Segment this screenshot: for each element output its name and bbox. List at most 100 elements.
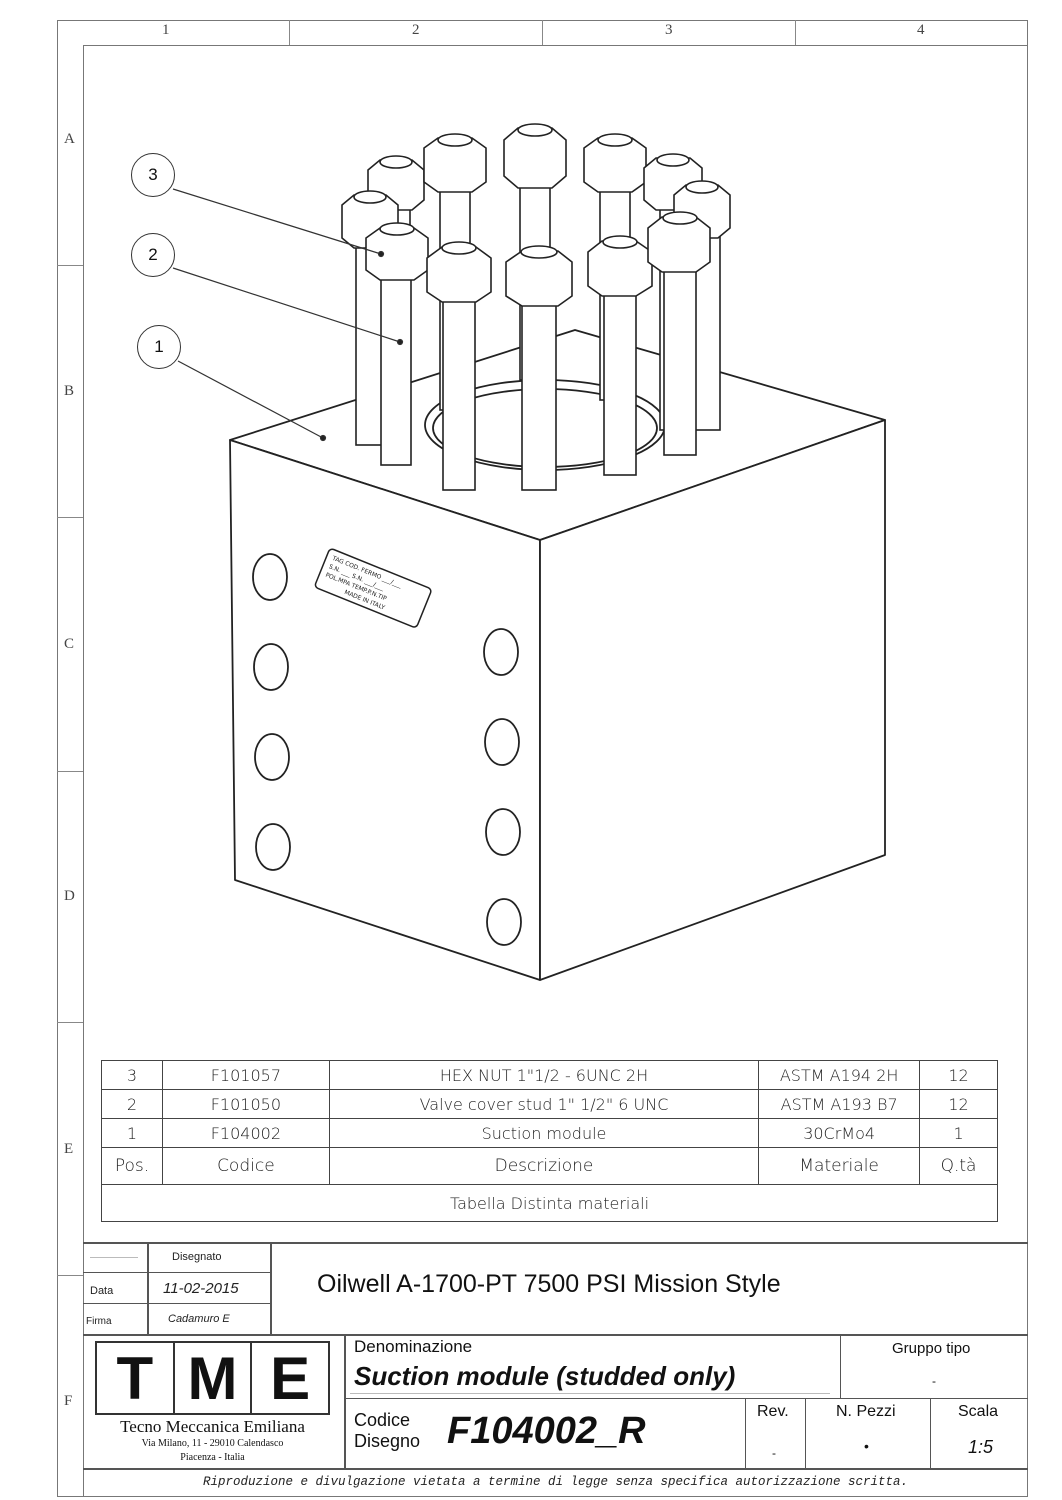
row-label: C	[64, 636, 75, 652]
column-label: 4	[917, 22, 925, 38]
bom-material: ASTM A193 B7	[758, 1089, 921, 1119]
column-label: 2	[412, 22, 420, 38]
row-label: D	[64, 888, 75, 904]
row-divider	[57, 517, 83, 518]
bom-header-desc: Descrizione	[328, 1147, 760, 1185]
side-hole	[483, 628, 519, 676]
bom-desc: HEX NUT 1"1/2 - 6UNC 2H	[328, 1060, 760, 1090]
isometric-drawing: TAG COD. FERMO ___/___ S.N. ___ S.N. ___…	[172, 123, 886, 981]
drawing-area	[83, 45, 1028, 1497]
logo-letter: M	[175, 1343, 253, 1413]
logo-letter: E	[270, 1344, 311, 1412]
bom-pos: 2	[101, 1089, 163, 1119]
company-name: Tecno Meccanica Emiliana	[120, 1417, 305, 1436]
stud-with-nut	[426, 241, 492, 491]
balloon-2: 2	[131, 233, 175, 277]
row-label: F	[64, 1393, 73, 1409]
scala-label: Scala	[958, 1403, 999, 1420]
side-hole	[486, 898, 522, 946]
leader-dot	[396, 338, 404, 346]
bom-material: 30CrMo4	[758, 1118, 921, 1148]
side-hole	[254, 733, 290, 781]
stud-with-nut	[505, 245, 573, 491]
block-right-face	[539, 419, 886, 981]
column-divider	[542, 20, 543, 45]
side-hole	[255, 823, 291, 871]
title-block-divider	[270, 1242, 272, 1334]
column-label: 1	[162, 22, 170, 38]
denominazione-value: Suction module (studded only)	[354, 1361, 736, 1391]
title-block-border	[83, 1242, 1028, 1244]
title-block-divider	[83, 1334, 1028, 1336]
stud-with-nut	[587, 235, 653, 476]
bom-header-code: Codice	[161, 1147, 330, 1185]
title-block-divider	[344, 1398, 1028, 1399]
leader-dot	[377, 250, 385, 258]
data-label: Data	[90, 1285, 114, 1297]
scala-value: 1:5	[968, 1437, 994, 1457]
bom-row: 3 F101057 HEX NUT 1"1/2 - 6UNC 2H ASTM A…	[101, 1060, 998, 1090]
firma-label: Firma	[86, 1316, 112, 1327]
pezzi-value: •	[864, 1438, 869, 1454]
bom-caption-row: Tabella Distinta materiali	[101, 1184, 998, 1222]
bom-row: 2 F101050 Valve cover stud 1" 1/2" 6 UNC…	[101, 1089, 998, 1119]
row-divider	[57, 265, 83, 266]
column-label: 3	[665, 22, 673, 38]
bom-code: F101057	[161, 1060, 330, 1090]
title-block-divider	[805, 1398, 806, 1468]
row-label: B	[64, 383, 75, 399]
row-label: E	[64, 1141, 74, 1157]
gruppo-label: Gruppo tipo	[892, 1340, 971, 1357]
rev-value: -	[772, 1446, 776, 1460]
leader-line	[172, 267, 401, 343]
bom-row: 1 F104002 Suction module 30CrMo4 1	[101, 1118, 998, 1148]
bill-of-materials-table: 3 F101057 HEX NUT 1"1/2 - 6UNC 2H ASTM A…	[101, 1060, 998, 1222]
bom-desc: Valve cover stud 1" 1/2" 6 UNC	[328, 1089, 760, 1119]
codice-value: F104002_R	[447, 1410, 646, 1452]
underline	[350, 1393, 830, 1394]
row-divider	[57, 771, 83, 772]
project-title: Oilwell A-1700-PT 7500 PSI Mission Style	[317, 1270, 781, 1298]
bom-qty: 12	[919, 1060, 998, 1090]
logo-letter: T	[97, 1343, 175, 1413]
bom-header-material: Materiale	[758, 1147, 921, 1185]
rev-label: Rev.	[757, 1403, 789, 1420]
bom-desc: Suction module	[328, 1118, 760, 1148]
column-divider	[795, 20, 796, 45]
bom-caption: Tabella Distinta materiali	[101, 1184, 998, 1222]
disclaimer: Riproduzione e divulgazione vietata a te…	[202, 1475, 909, 1489]
bom-pos: 1	[101, 1118, 163, 1148]
firma-value: Cadamuro E	[168, 1313, 230, 1325]
leader-line	[172, 188, 382, 255]
bom-qty: 12	[919, 1089, 998, 1119]
company-logo: T M E	[95, 1341, 330, 1415]
bom-pos: 3	[101, 1060, 163, 1090]
bom-qty: 1	[919, 1118, 998, 1148]
pezzi-label: N. Pezzi	[836, 1403, 896, 1420]
bom-header-qty: Q.tà	[919, 1147, 998, 1185]
leader-line	[177, 360, 324, 439]
bom-code: F101050	[161, 1089, 330, 1119]
stud-with-nut	[365, 222, 429, 466]
stud-with-nut	[647, 211, 711, 456]
denominazione-label: Denominazione	[354, 1337, 473, 1356]
side-hole	[485, 808, 521, 856]
side-hole	[253, 643, 289, 691]
title-block-divider	[840, 1334, 841, 1398]
leader-dot	[319, 434, 327, 442]
disegnato-label: Disegnato	[172, 1251, 222, 1263]
side-hole	[484, 718, 520, 766]
bom-code: F104002	[161, 1118, 330, 1148]
row-divider	[57, 1022, 83, 1023]
bom-header-row: Pos. Codice Descrizione Materiale Q.tà	[101, 1147, 998, 1185]
title-block-divider	[344, 1334, 346, 1468]
nameplate: TAG COD. FERMO ___/___ S.N. ___ S.N. ___…	[314, 548, 432, 628]
side-hole	[252, 553, 288, 601]
company-address: Via Milano, 11 - 29010 Calendasco	[141, 1438, 284, 1449]
codice-label: Codice	[354, 1410, 411, 1430]
company-city: Piacenza - Italia	[180, 1452, 245, 1463]
title-block-divider	[83, 1272, 270, 1273]
gruppo-value: -	[932, 1374, 936, 1388]
title-block-divider	[745, 1398, 746, 1468]
disegno-label: Disegno	[354, 1431, 421, 1451]
